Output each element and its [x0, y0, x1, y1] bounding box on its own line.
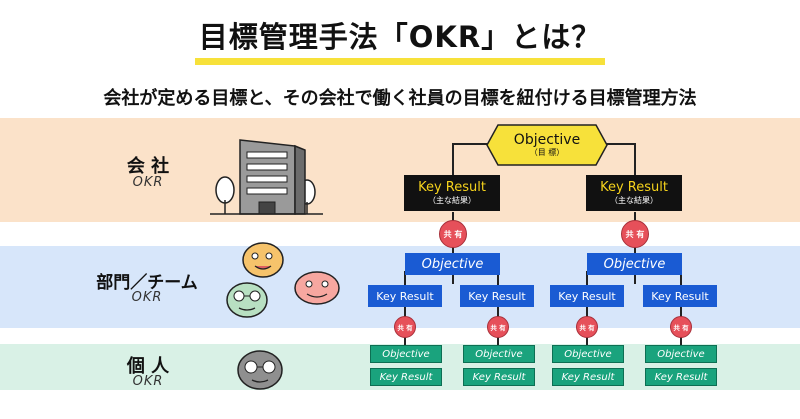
- company-key-result-1: Key Result （主な結果）: [404, 175, 500, 211]
- individual-key-result-3: Key Result: [552, 368, 624, 386]
- department-objective-2: Objective: [587, 253, 682, 275]
- individual-level-title: 個 人: [126, 356, 170, 377]
- department-level-title: 部門／チーム: [96, 273, 198, 293]
- individual-objective-2: Objective: [463, 345, 535, 363]
- department-objective-1: Objective: [405, 253, 500, 275]
- department-key-result-1: Key Result: [368, 285, 442, 307]
- individual-objective-4: Objective: [645, 345, 717, 363]
- share-badge: 共 有: [670, 316, 692, 338]
- department-key-result-2: Key Result: [460, 285, 534, 307]
- company-key-result-2-sub: （主な結果）: [610, 195, 658, 205]
- department-key-result-3: Key Result: [550, 285, 624, 307]
- individual-objective-3: Objective: [552, 345, 624, 363]
- individual-level-sub: OKR: [132, 374, 164, 389]
- company-objective: Objective （目 標）: [486, 124, 608, 166]
- page-subtitle: 会社が定める目標と、その会社で働く社員の目標を紐付ける目標管理方法: [103, 88, 697, 109]
- individual-key-result-2: Key Result: [463, 368, 535, 386]
- department-key-result-4: Key Result: [643, 285, 717, 307]
- individual-objective-1: Objective: [370, 345, 442, 363]
- office-building-icon: [210, 139, 323, 215]
- company-key-result-1-label: Key Result: [418, 179, 486, 195]
- company-level-title: 会 社: [126, 156, 170, 177]
- share-badge: 共 有: [576, 316, 598, 338]
- company-objective-sub: （目 標）: [529, 148, 565, 157]
- share-badge: 共 有: [621, 220, 649, 248]
- company-key-result-2: Key Result （主な結果）: [586, 175, 682, 211]
- page-title: 目標管理手法「OKR」とは？: [198, 20, 602, 54]
- department-level-sub: OKR: [131, 290, 163, 305]
- title-highlight: [195, 58, 605, 65]
- company-objective-label: Objective: [513, 132, 581, 148]
- objective-hexagon-shape: [486, 124, 608, 166]
- share-badge: 共 有: [439, 220, 467, 248]
- individual-key-result-1: Key Result: [370, 368, 442, 386]
- company-key-result-2-label: Key Result: [600, 179, 668, 195]
- share-badge: 共 有: [394, 316, 416, 338]
- share-badge: 共 有: [487, 316, 509, 338]
- team-faces-icon: [226, 242, 340, 318]
- individual-key-result-4: Key Result: [645, 368, 717, 386]
- company-level-sub: OKR: [132, 175, 164, 190]
- company-key-result-1-sub: （主な結果）: [428, 195, 476, 205]
- person-face-icon: [237, 350, 283, 390]
